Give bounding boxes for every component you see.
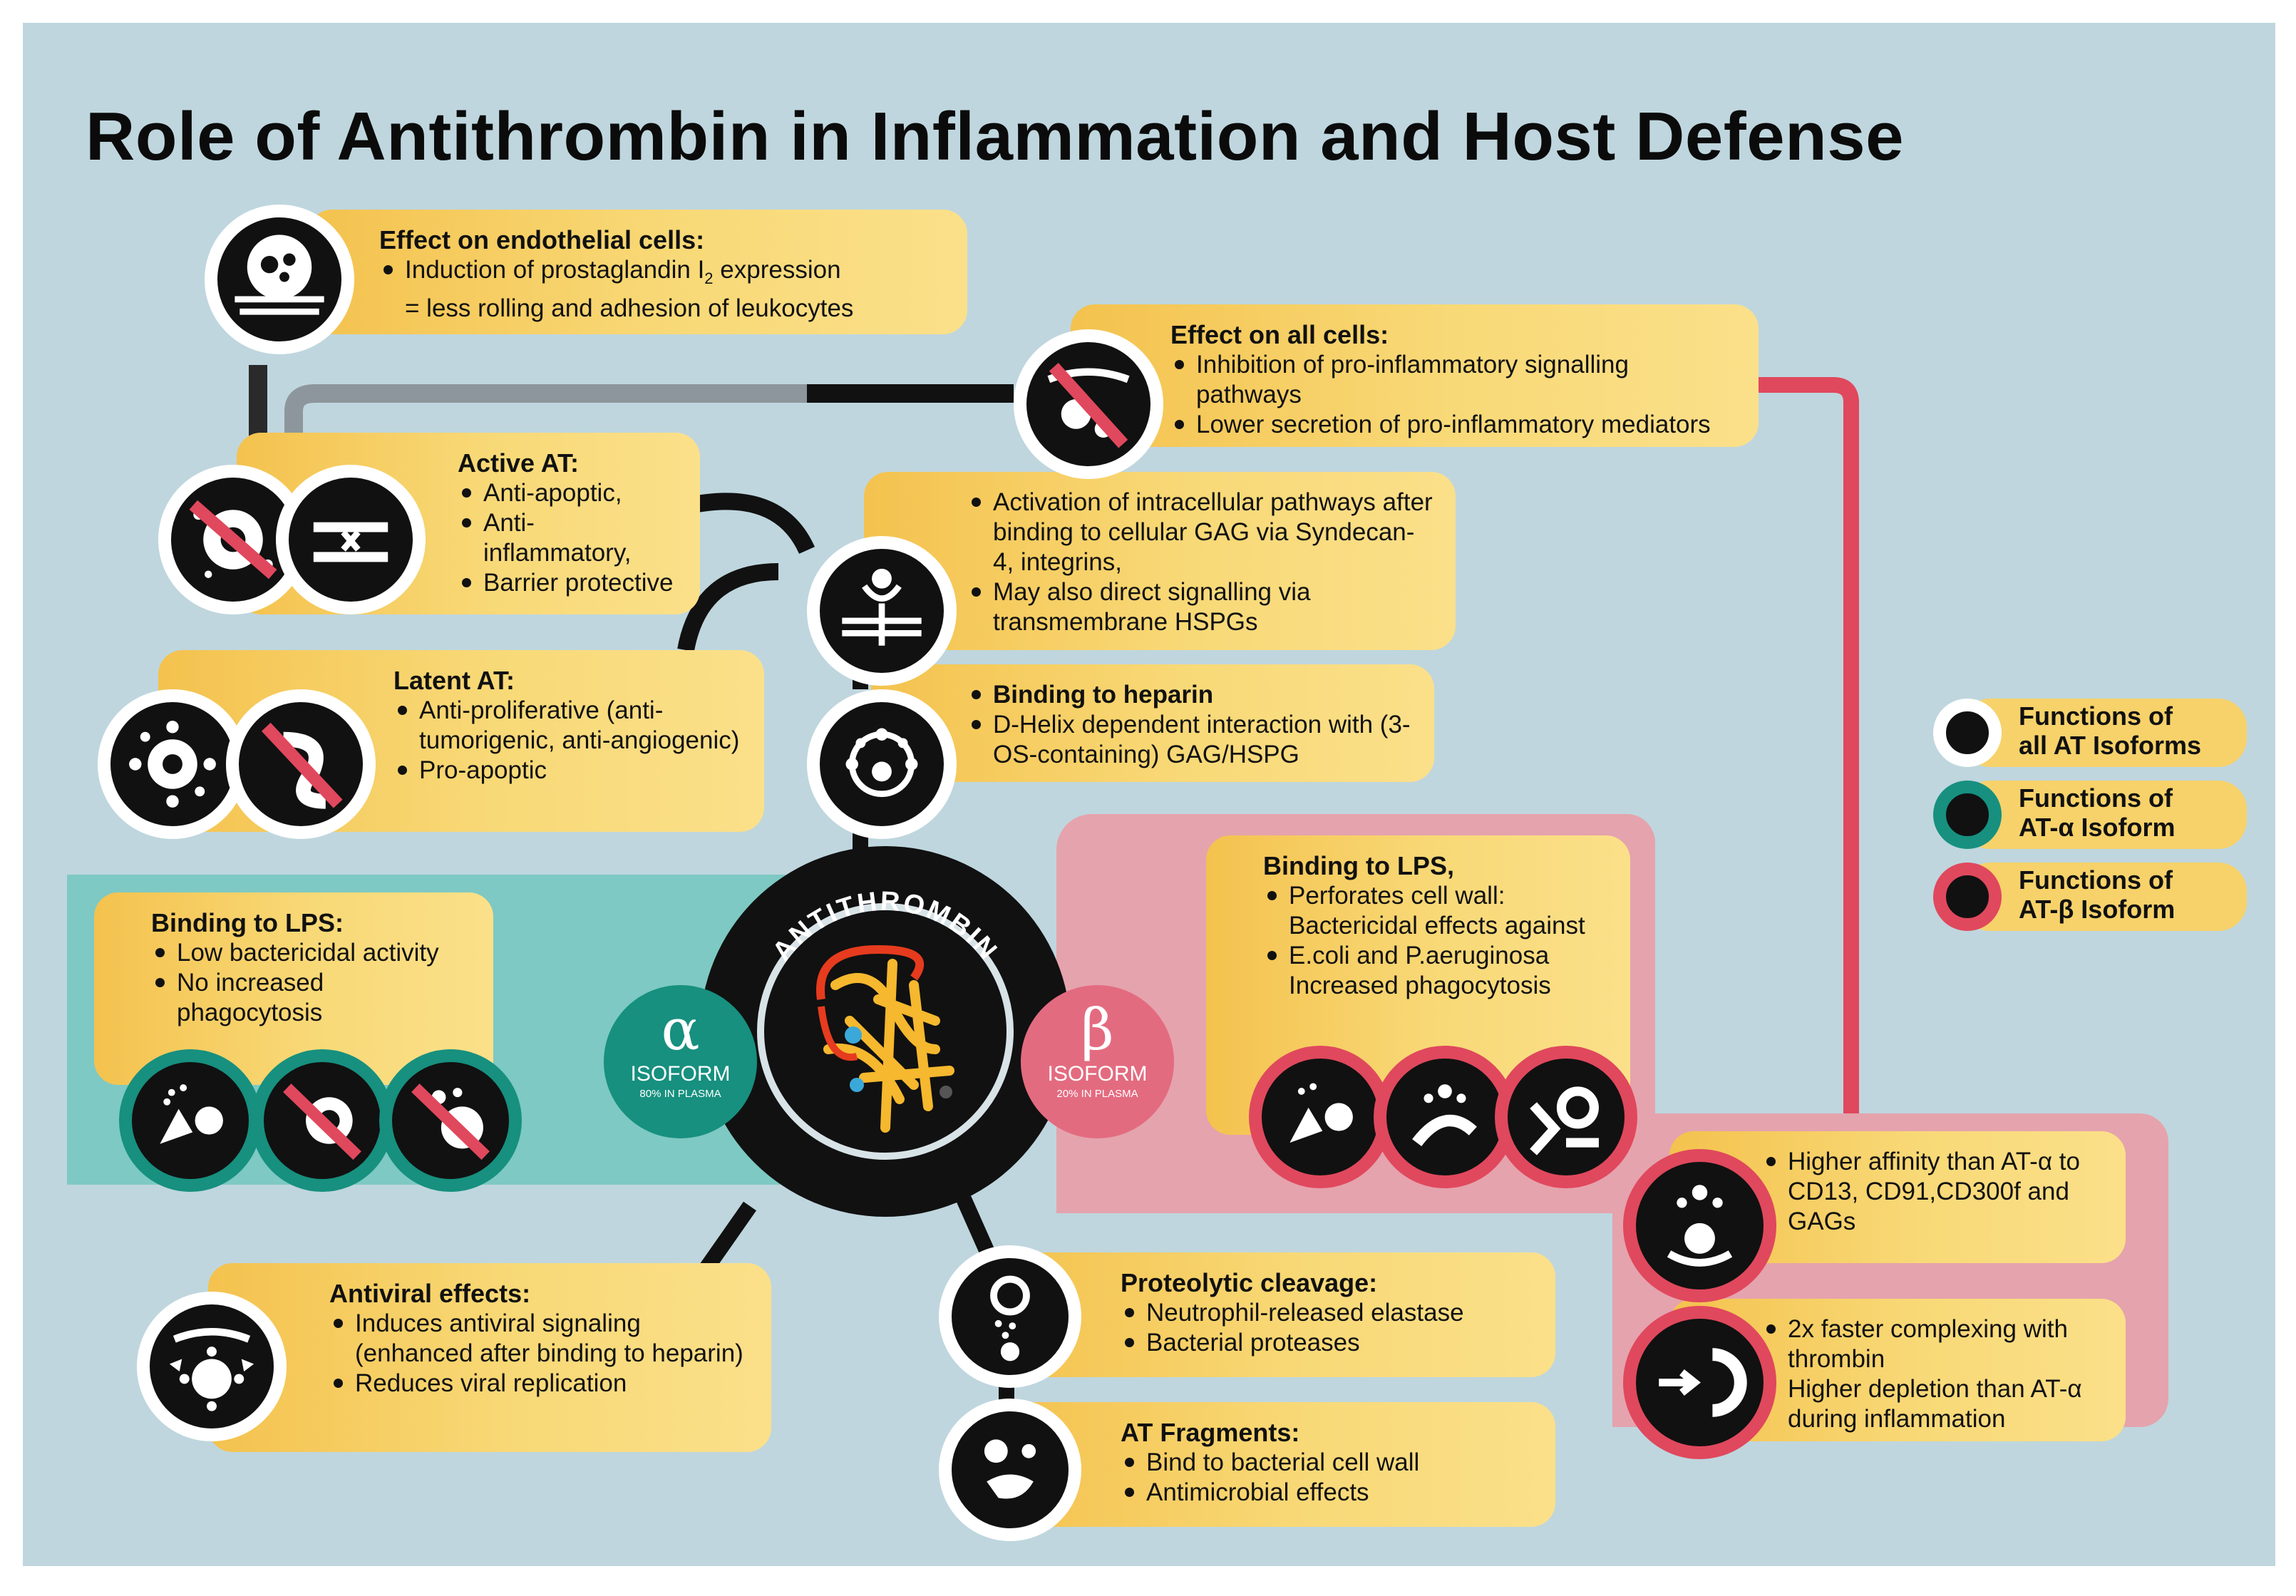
- neutrophil-icon: [939, 1245, 1081, 1388]
- link-active-to-allcells: [284, 384, 985, 451]
- fragments-box: AT Fragments: Bind to bacterial cell wal…: [999, 1402, 1555, 1527]
- bacteria-phagocyte-icon: [119, 1049, 262, 1192]
- alpha-symbol: α: [661, 997, 700, 1063]
- endothelial-item: Induction of prostaglandin I2 expression: [383, 255, 946, 294]
- legend-line: Functions of: [2019, 865, 2173, 895]
- active-at-item: Barrier protective: [462, 568, 679, 598]
- alpha-isoform-badge: α ISOFORM 80% IN PLASMA: [604, 985, 757, 1138]
- bacterial-lysis-icon: [1249, 1046, 1391, 1188]
- macrophage-icon: [1495, 1046, 1637, 1188]
- latent-at-item: Anti-proliferative (anti-tumorigenic, an…: [398, 696, 743, 756]
- proteolytic-heading: Proteolytic cleavage:: [1121, 1268, 1378, 1297]
- beta-symbol: β: [1081, 997, 1114, 1063]
- barrier-junction-icon: [276, 465, 426, 614]
- antiviral-box: Antiviral effects: Induces antiviral sig…: [208, 1263, 771, 1452]
- proteolytic-item: Bacterial proteases: [1125, 1328, 1534, 1358]
- all-cells-item: Inhibition of pro-inflammatory signallin…: [1175, 350, 1737, 410]
- intracellular-box: Activation of intracellular pathways aft…: [864, 472, 1456, 650]
- endothelial-box: Effect on endothelial cells: Induction o…: [308, 210, 967, 334]
- proteolytic-item: Neutrophil-released elastase: [1125, 1298, 1534, 1328]
- legend-alpha-pill: [1962, 781, 2247, 849]
- legend-beta-pill: [1962, 863, 2247, 931]
- affinity-item: Higher affinity than AT-α to CD13, CD91,…: [1766, 1147, 2104, 1237]
- heparin-item: Binding to heparin: [972, 680, 1413, 710]
- latent-at-item: Pro-apoptic: [398, 756, 743, 786]
- lps-beta-heading: Binding to LPS,: [1263, 851, 1454, 880]
- legend-beta-text: Functions of AT-β Isoform: [2019, 865, 2175, 924]
- thrombin-item: 2x faster complexing with thrombin: [1766, 1314, 2104, 1374]
- lps-beta-item: E.coli and P.aeruginosa Increased phagoc…: [1267, 941, 1609, 1001]
- angiogenesis-blocked-icon: [226, 689, 376, 839]
- thrombin-item: Higher depletion than AT-α during inflam…: [1766, 1374, 2104, 1434]
- heparin-item: D-Helix dependent interaction with (3-OS…: [972, 710, 1413, 770]
- thrombin-complex-icon: [1623, 1306, 1776, 1459]
- phagocytosis-blocked-icon: [379, 1049, 522, 1192]
- legend-line: all AT Isoforms: [2019, 731, 2202, 760]
- endothelial-cell-icon: [205, 205, 354, 354]
- latent-at-heading: Latent AT:: [393, 666, 515, 695]
- fragments-item: Antimicrobial effects: [1125, 1478, 1534, 1508]
- virus-icon: [137, 1292, 287, 1441]
- beta-sub: 20% IN PLASMA: [1056, 1088, 1138, 1100]
- all-cells-box: Effect on all cells: Inhibition of pro-i…: [1071, 304, 1759, 447]
- legend-alpha-text: Functions of AT-α Isoform: [2019, 783, 2175, 842]
- antiviral-item: Induces antiviral signaling (enhanced af…: [334, 1309, 750, 1369]
- alpha-label: ISOFORM: [630, 1062, 731, 1086]
- fragment-icon: [939, 1399, 1081, 1541]
- fragments-heading: AT Fragments:: [1121, 1418, 1300, 1447]
- all-cells-item: Lower secretion of pro-inflammatory medi…: [1175, 410, 1737, 440]
- tumor-cell-icon: [98, 689, 247, 839]
- heparin-box: Binding to heparin D-Helix dependent int…: [871, 664, 1434, 782]
- legend-line: AT-β Isoform: [2019, 895, 2176, 924]
- antiviral-heading: Antiviral effects:: [329, 1279, 531, 1308]
- legend-alpha-marker: [1933, 781, 2002, 849]
- endothelial-line2: = less rolling and adhesion of leukocyte…: [405, 294, 854, 322]
- lps-beta-item: Perforates cell wall: Bactericidal effec…: [1267, 881, 1609, 941]
- active-at-item: Anti-apoptic,: [462, 478, 679, 508]
- antiviral-item: Reduces viral replication: [334, 1369, 750, 1399]
- cell-signalling-blocked-icon: [1014, 329, 1163, 479]
- lps-alpha-item: No increased phagocytosis: [155, 968, 472, 1028]
- affinity-box: Higher affinity than AT-α to CD13, CD91,…: [1669, 1131, 2126, 1263]
- beta-label: ISOFORM: [1047, 1062, 1148, 1086]
- beta-isoform-badge: β ISOFORM 20% IN PLASMA: [1021, 985, 1174, 1138]
- legend-line: Functions of: [2019, 783, 2173, 813]
- all-cells-heading: Effect on all cells:: [1170, 320, 1389, 349]
- heparin-binding-icon: [807, 689, 957, 839]
- alpha-sub: 80% IN PLASMA: [639, 1088, 721, 1100]
- active-at-heading: Active AT:: [458, 448, 580, 478]
- receptor-affinity-icon: [1623, 1149, 1776, 1302]
- legend-all-pill: [1962, 699, 2247, 767]
- page-title: Role of Antithrombin in Inflammation and…: [86, 98, 1904, 175]
- legend-beta-marker: [1933, 863, 2002, 931]
- bacteria-blocked-icon: [251, 1049, 393, 1192]
- antithrombin-structure-icon: [816, 944, 954, 1133]
- proteolytic-box: Proteolytic cleavage: Neutrophil-release…: [999, 1252, 1555, 1377]
- legend-line: AT-α Isoform: [2019, 813, 2176, 842]
- active-at-item: Anti-inflammatory,: [462, 508, 679, 568]
- intracellular-item: May also direct signalling via transmemb…: [972, 577, 1434, 637]
- intracellular-item: Activation of intracellular pathways aft…: [972, 488, 1434, 577]
- diagram-canvas: Role of Antithrombin in Inflammation and…: [23, 23, 2275, 1566]
- lps-alpha-heading: Binding to LPS:: [151, 908, 344, 937]
- lps-alpha-item: Low bactericidal activity: [155, 938, 472, 968]
- legend-all-marker: [1933, 699, 2002, 767]
- legend-line: Functions of: [2019, 701, 2173, 731]
- receptor-signalling-icon: [807, 536, 957, 686]
- fragments-item: Bind to bacterial cell wall: [1125, 1448, 1534, 1478]
- link-beta-to-allcells: [1755, 377, 1859, 1135]
- legend-all-text: Functions of all AT Isoforms: [2019, 701, 2201, 760]
- endothelial-heading: Effect on endothelial cells:: [379, 225, 705, 254]
